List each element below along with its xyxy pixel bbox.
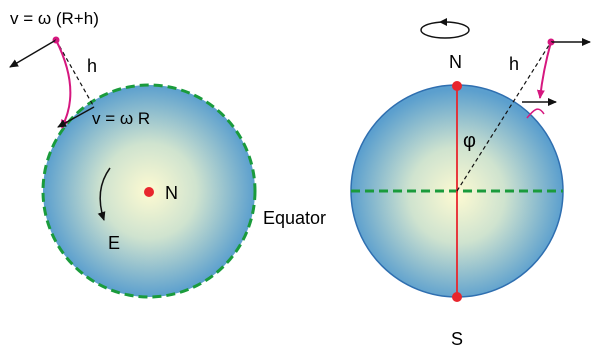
north-pole-dot xyxy=(144,187,154,197)
label-velocity-top: v = ω (R+h) xyxy=(10,9,99,28)
north-pole-dot-side xyxy=(452,81,462,91)
latitude-dashed-line xyxy=(456,41,552,192)
label-height-right: h xyxy=(509,54,519,74)
side-view: N h φ S xyxy=(350,18,591,349)
polar-view: v = ω (R+h) h v = ω R N E xyxy=(9,9,257,299)
label-north-right: N xyxy=(449,52,462,72)
equator-dashed-outline xyxy=(41,83,257,299)
label-north-left: N xyxy=(165,183,178,203)
surface-curve xyxy=(526,108,545,119)
south-pole-dot xyxy=(452,292,462,302)
height-dashed-line xyxy=(55,39,95,108)
label-equator: Equator xyxy=(263,208,326,228)
label-height-left: h xyxy=(87,56,97,76)
velocity-arrow-top xyxy=(9,39,57,68)
label-south: S xyxy=(451,329,463,349)
rotation-ellipse-arrowhead xyxy=(439,18,447,26)
velocity-arrow-surface xyxy=(57,106,95,128)
label-velocity-surface: v = ω R xyxy=(92,109,150,128)
rotation-arrow-icon xyxy=(97,167,111,221)
label-latitude: φ xyxy=(463,130,476,152)
deflected-trajectory-side xyxy=(536,41,552,99)
label-east: E xyxy=(108,233,120,253)
